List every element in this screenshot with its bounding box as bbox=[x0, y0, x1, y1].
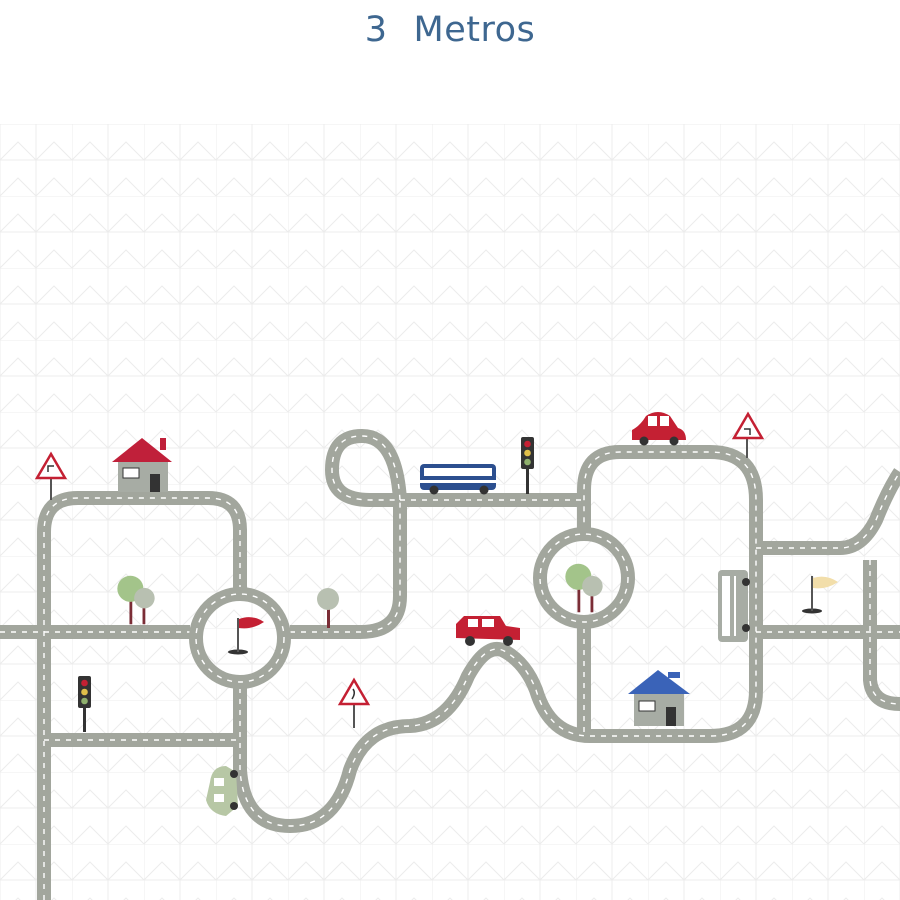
size-label: 3 Metros bbox=[0, 10, 900, 50]
jeep-red-icon bbox=[456, 616, 520, 646]
length-unit: Metros bbox=[413, 10, 536, 50]
house-blue-icon bbox=[628, 670, 690, 726]
warning-sign-icon bbox=[731, 411, 765, 458]
warning-sign-icon bbox=[337, 677, 371, 728]
traffic-light-icon bbox=[78, 676, 91, 732]
road-network bbox=[0, 429, 900, 900]
header: 3 Metros bbox=[0, 0, 900, 120]
traffic-light-icon bbox=[521, 437, 534, 494]
wallpaper-pattern bbox=[0, 124, 900, 900]
house-red-icon bbox=[112, 438, 172, 492]
warning-sign-icon bbox=[34, 451, 68, 500]
flag-yellow-icon bbox=[802, 576, 838, 614]
road-left-bottom bbox=[44, 445, 763, 833]
flag-red-icon bbox=[228, 617, 264, 655]
car-red-icon bbox=[632, 412, 686, 446]
grid-background bbox=[0, 124, 900, 900]
tree-icon bbox=[317, 588, 339, 628]
length-value: 3 bbox=[364, 10, 388, 50]
bus-blue-icon bbox=[420, 464, 496, 495]
car-green-icon bbox=[206, 766, 238, 816]
bus-gray-icon bbox=[718, 570, 750, 642]
